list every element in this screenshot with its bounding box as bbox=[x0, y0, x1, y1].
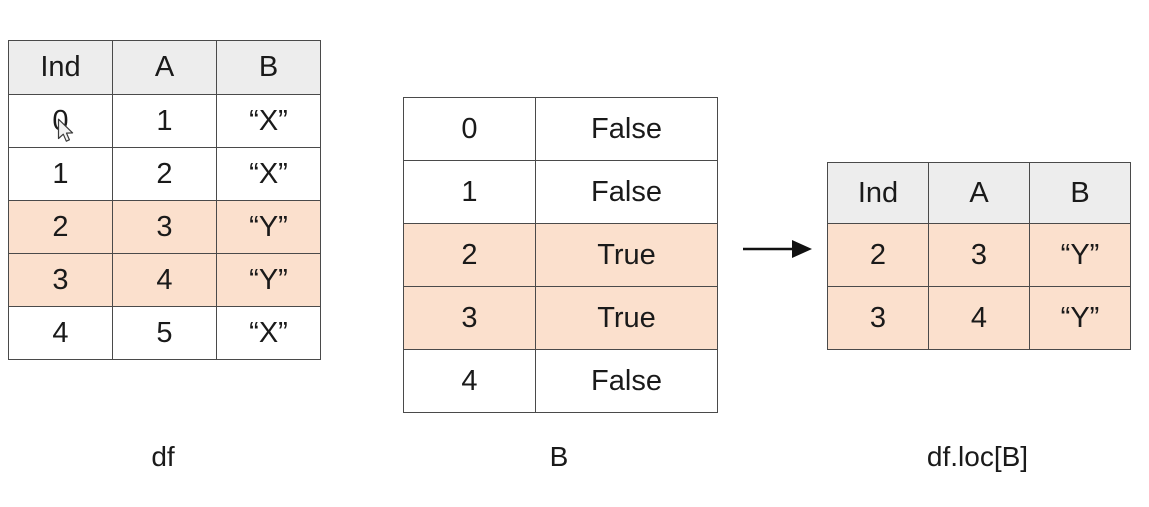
result-header-ind: Ind bbox=[827, 162, 929, 224]
mask-caption: B bbox=[549, 441, 569, 472]
mask-cell-index: 0 bbox=[403, 97, 536, 161]
mask-cell-index: 2 bbox=[403, 223, 536, 287]
df-cell-ind: 0 bbox=[8, 94, 113, 148]
table-row: 4 5 “X” bbox=[8, 306, 321, 360]
result-table-header: Ind A B bbox=[827, 162, 1131, 224]
result-header-b: B bbox=[1029, 162, 1131, 224]
df-cell-b: “X” bbox=[216, 94, 321, 148]
result-table-body: 2 3 “Y” 3 4 “Y” bbox=[827, 223, 1131, 350]
df-cell-b: “Y” bbox=[216, 200, 321, 254]
result-table: Ind A B 2 3 “Y” 3 4 “Y” bbox=[827, 162, 1131, 350]
result-cell-a: 3 bbox=[928, 223, 1030, 287]
df-cell-b: “X” bbox=[216, 147, 321, 201]
table-header-row: Ind A B bbox=[8, 40, 321, 95]
table-row-highlighted: 3 4 “Y” bbox=[8, 253, 321, 307]
table-row: 0 1 “X” bbox=[8, 94, 321, 148]
df-cell-b: “Y” bbox=[216, 253, 321, 307]
mask-cell-index: 1 bbox=[403, 160, 536, 224]
result-cell-b: “Y” bbox=[1029, 286, 1131, 350]
table-row-highlighted: 2 3 “Y” bbox=[827, 223, 1131, 287]
mask-cell-value: False bbox=[535, 97, 718, 161]
df-header-ind: Ind bbox=[8, 40, 113, 95]
df-header-a: A bbox=[112, 40, 217, 95]
mask-cell-value: True bbox=[535, 223, 718, 287]
df-cell-a: 4 bbox=[112, 253, 217, 307]
df-cell-a: 3 bbox=[112, 200, 217, 254]
df-cell-ind: 1 bbox=[8, 147, 113, 201]
right-arrow-icon bbox=[743, 240, 812, 258]
result-caption: df.loc[B] bbox=[926, 441, 1029, 472]
table-row-highlighted: 2 3 “Y” bbox=[8, 200, 321, 254]
mask-cell-value: False bbox=[535, 349, 718, 413]
df-caption: df bbox=[151, 441, 175, 472]
result-cell-ind: 2 bbox=[827, 223, 929, 287]
df-cell-ind: 3 bbox=[8, 253, 113, 307]
df-cell-a: 2 bbox=[112, 147, 217, 201]
df-table: Ind A B 0 1 “X” 1 2 “X” 2 3 bbox=[8, 40, 321, 360]
result-table-block: Ind A B 2 3 “Y” 3 4 “Y” bbox=[827, 162, 1131, 350]
df-table-body: 0 1 “X” 1 2 “X” 2 3 “Y” 3 4 “Y” bbox=[8, 94, 321, 360]
df-cell-ind: 2 bbox=[8, 200, 113, 254]
table-row-highlighted: 3 True bbox=[403, 286, 718, 350]
result-cell-a: 4 bbox=[928, 286, 1030, 350]
result-cell-b: “Y” bbox=[1029, 223, 1131, 287]
table-row-highlighted: 2 True bbox=[403, 223, 718, 287]
table-row: 4 False bbox=[403, 349, 718, 413]
df-cell-b: “X” bbox=[216, 306, 321, 360]
df-table-header: Ind A B bbox=[8, 40, 321, 95]
mask-cell-index: 3 bbox=[403, 286, 536, 350]
mask-table-body: 0 False 1 False 2 True 3 True 4 False bbox=[403, 97, 718, 413]
mask-cell-value: False bbox=[535, 160, 718, 224]
result-header-a: A bbox=[928, 162, 1030, 224]
mask-cell-value: True bbox=[535, 286, 718, 350]
table-row: 1 False bbox=[403, 160, 718, 224]
mask-table: 0 False 1 False 2 True 3 True 4 False bbox=[403, 97, 718, 413]
mask-cell-index: 4 bbox=[403, 349, 536, 413]
result-cell-ind: 3 bbox=[827, 286, 929, 350]
table-row-highlighted: 3 4 “Y” bbox=[827, 286, 1131, 350]
df-header-b: B bbox=[216, 40, 321, 95]
df-cell-a: 1 bbox=[112, 94, 217, 148]
table-row: 1 2 “X” bbox=[8, 147, 321, 201]
df-cell-a: 5 bbox=[112, 306, 217, 360]
df-table-block: Ind A B 0 1 “X” 1 2 “X” 2 3 bbox=[8, 40, 321, 360]
df-cell-ind: 4 bbox=[8, 306, 113, 360]
table-row: 0 False bbox=[403, 97, 718, 161]
mask-table-block: 0 False 1 False 2 True 3 True 4 False bbox=[403, 97, 718, 413]
table-header-row: Ind A B bbox=[827, 162, 1131, 224]
